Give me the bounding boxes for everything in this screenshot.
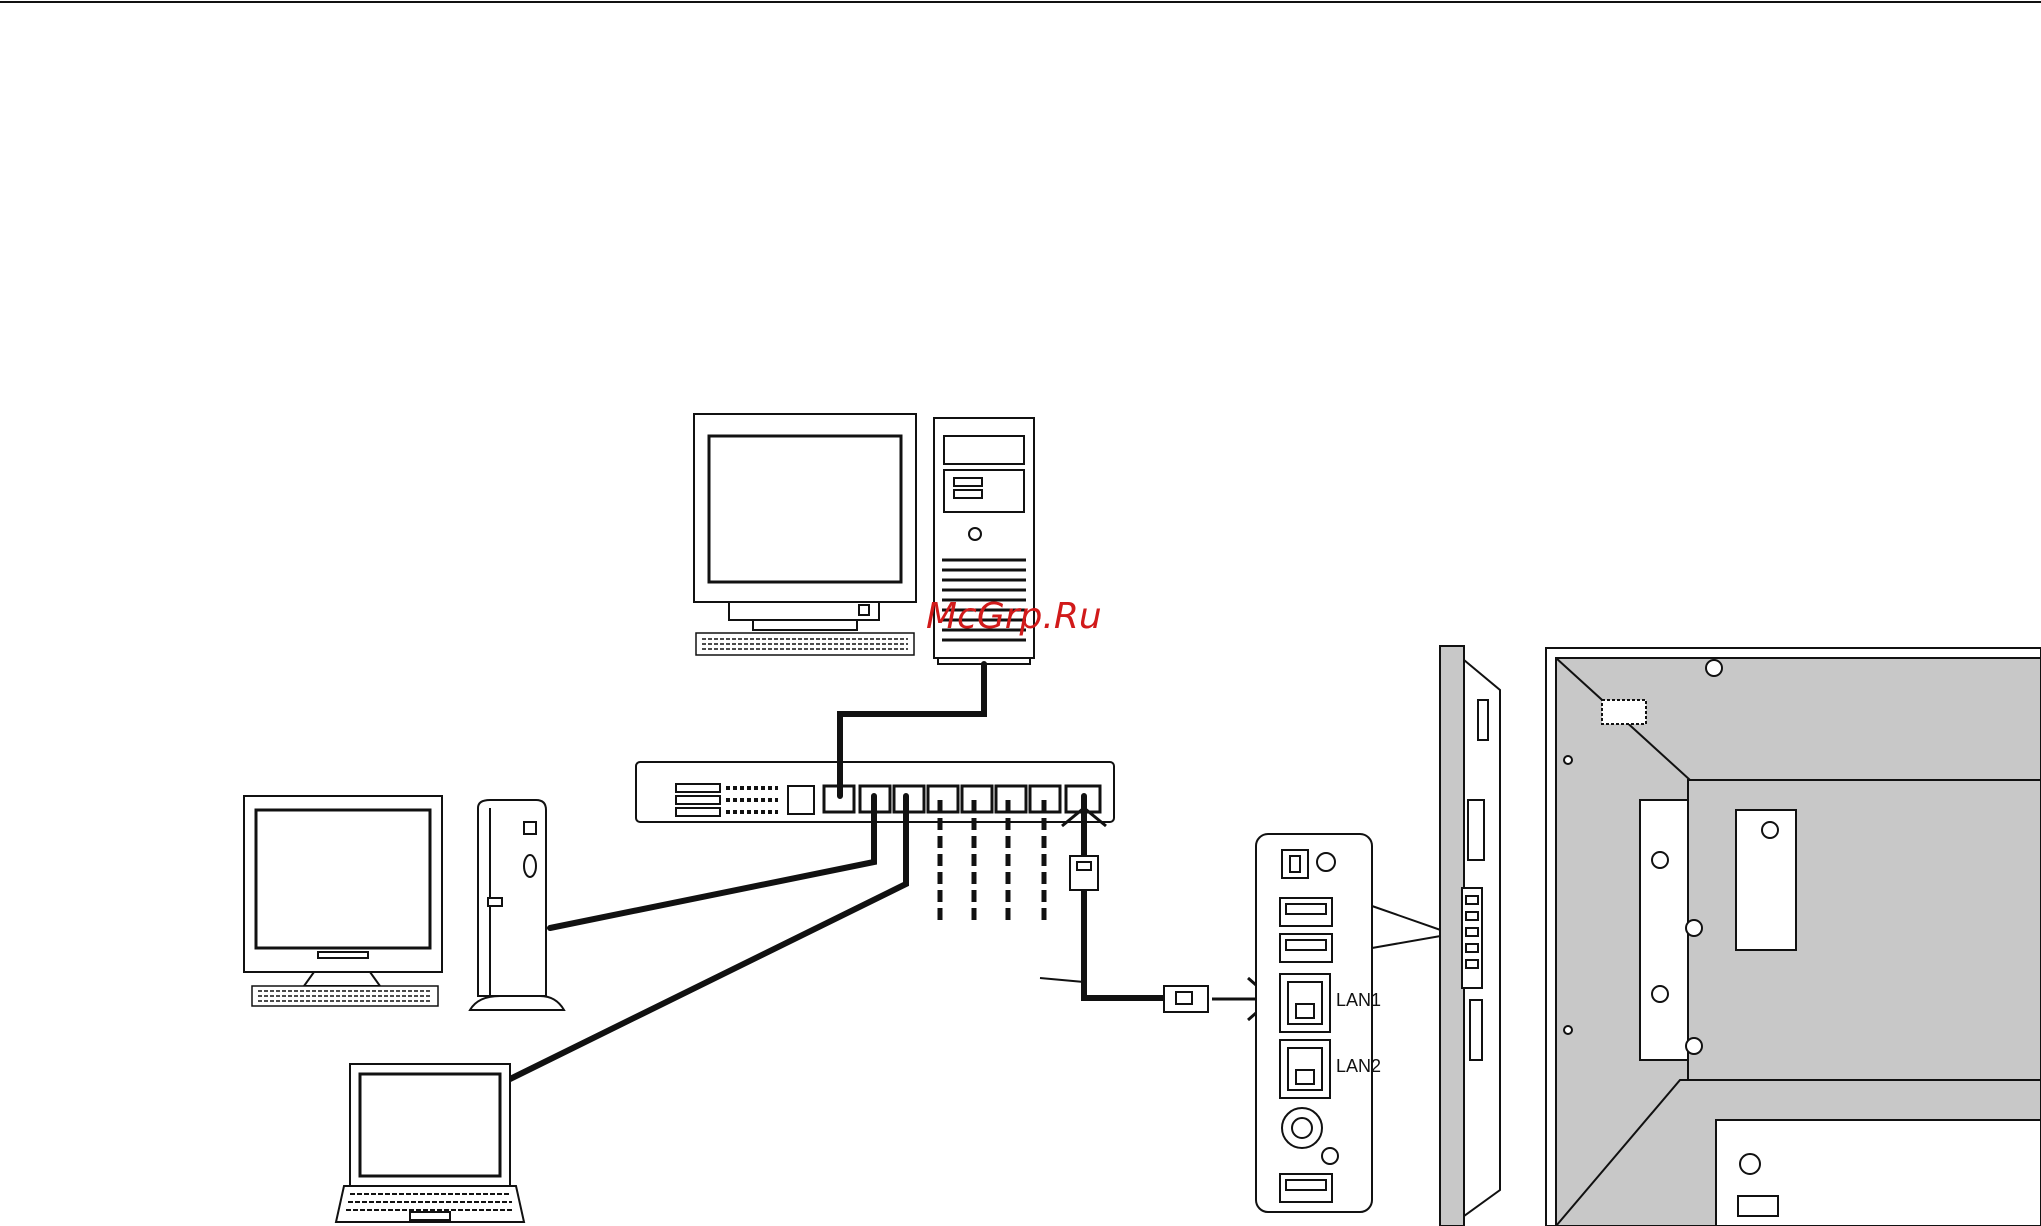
cable-callout-line (1040, 978, 1084, 982)
port-callout-panel (1256, 834, 1372, 1212)
server-monitor (694, 414, 916, 630)
watermark: McGrp.Ru (926, 596, 1102, 637)
display-rear-view (1546, 648, 2041, 1226)
network-cables (508, 664, 1164, 1080)
client-keyboard (252, 986, 438, 1006)
lan2-label: LAN2 (1336, 1056, 1381, 1076)
laptop (336, 1064, 524, 1222)
lan1-label: LAN1 (1336, 990, 1381, 1010)
rj45-plug-hub (1070, 856, 1098, 890)
client-tower (470, 800, 564, 1010)
client-monitor (244, 796, 442, 986)
display-side-view (1440, 646, 1500, 1226)
server-keyboard (696, 633, 914, 655)
rj45-plug-display (1164, 986, 1208, 1012)
